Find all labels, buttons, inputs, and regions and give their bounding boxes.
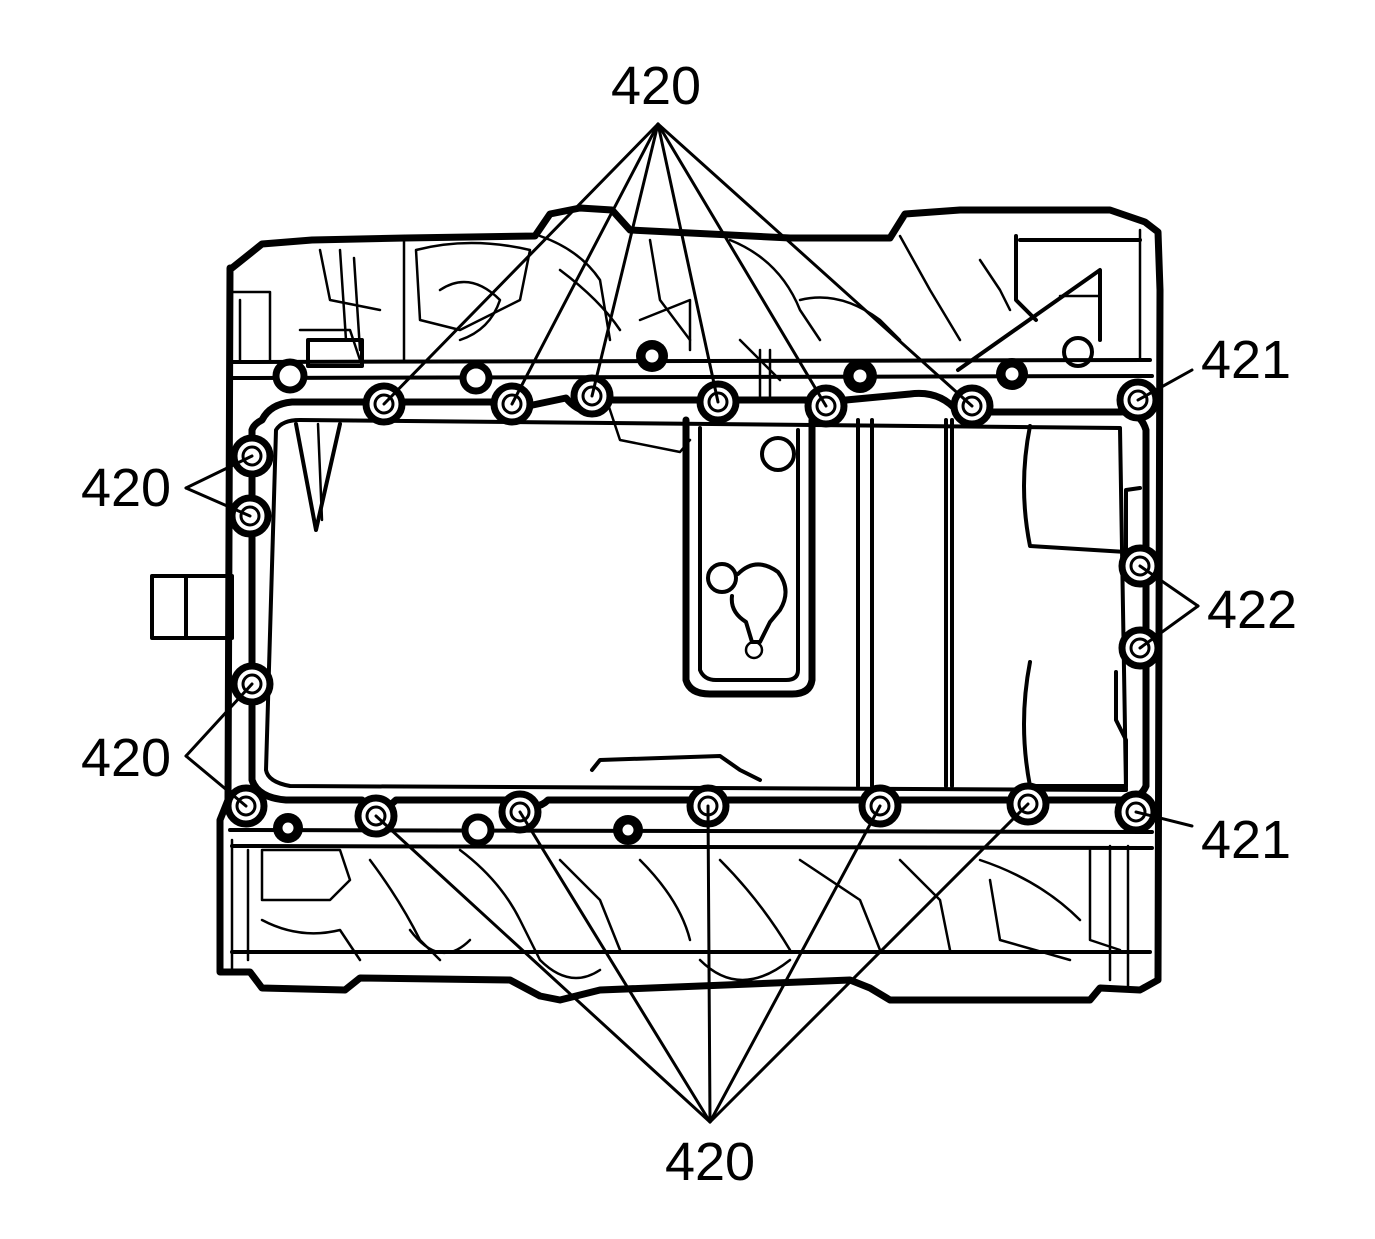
callout-right-middle-422: 422 — [1207, 580, 1297, 640]
callout-right-upper-421: 421 — [1201, 330, 1291, 390]
gasket-flange — [248, 389, 1150, 813]
callout-right-lower-421: 421 — [1201, 810, 1291, 870]
callout-labels: 420 420 420 420 421 422 421 — [81, 56, 1297, 1192]
callout-left-upper-420: 420 — [81, 458, 171, 518]
pan-housing — [216, 204, 1164, 1004]
bolts-420-bottom — [354, 782, 1050, 838]
leader-lines — [184, 122, 1200, 1124]
top-detail — [298, 234, 1142, 454]
callout-bottom-420: 420 — [665, 1132, 755, 1192]
rail-bolts — [272, 340, 1028, 847]
bottom-detail — [260, 754, 1122, 982]
callout-left-lower-420: 420 — [81, 728, 171, 788]
left-tab-bracket — [150, 574, 234, 640]
drain-plug — [706, 436, 796, 660]
callout-top-420: 420 — [611, 56, 701, 116]
